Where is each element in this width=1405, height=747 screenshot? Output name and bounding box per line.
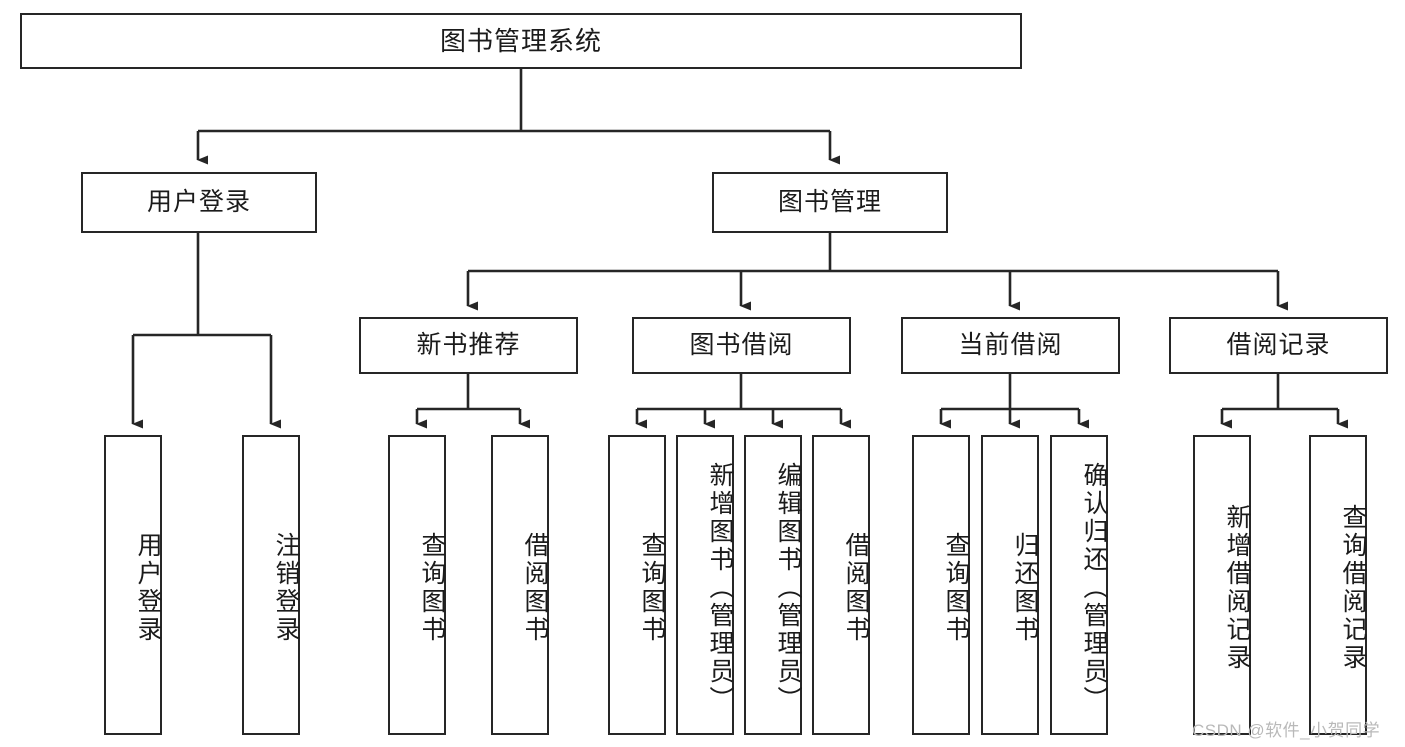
node-label: 借阅图书 (842, 532, 870, 644)
node-label: 图书管理 (777, 187, 882, 216)
watermark-csdn: CSDN @软件_小贺同学 (1192, 721, 1381, 740)
node-label: 借阅记录 (1226, 330, 1331, 359)
node-user-login[interactable]: 用户登录 (81, 172, 317, 233)
node-borrow-record[interactable]: 借阅记录 (1169, 317, 1388, 374)
node-book-borrow[interactable]: 图书借阅 (632, 317, 851, 374)
leaf-return-book[interactable]: 归还图书 (981, 435, 1039, 735)
node-label: 图书管理系统 (439, 25, 602, 56)
leaf-query-book-current[interactable]: 查询图书 (912, 435, 970, 735)
node-label: 注销登录 (272, 532, 300, 644)
node-label: 编辑图书（管理员） (774, 462, 802, 714)
node-label: 图书借阅 (689, 330, 794, 359)
leaf-confirm-return-admin[interactable]: 确认归还（管理员） (1050, 435, 1108, 735)
leaf-borrow-book[interactable]: 借阅图书 (812, 435, 870, 735)
leaf-query-book-borrow[interactable]: 查询图书 (608, 435, 666, 735)
node-label: 新增图书（管理员） (706, 462, 734, 714)
node-current-borrow[interactable]: 当前借阅 (901, 317, 1120, 374)
leaf-logout[interactable]: 注销登录 (242, 435, 300, 735)
leaf-query-borrow-record[interactable]: 查询借阅记录 (1309, 435, 1367, 735)
leaf-query-book-recommend[interactable]: 查询图书 (388, 435, 446, 735)
node-label: 查询图书 (418, 532, 446, 644)
node-new-book-recommend[interactable]: 新书推荐 (359, 317, 578, 374)
node-label: 确认归还（管理员） (1080, 462, 1108, 714)
leaf-add-borrow-record[interactable]: 新增借阅记录 (1193, 435, 1251, 735)
node-label: 用户登录 (134, 532, 162, 644)
node-label: 查询图书 (942, 532, 970, 644)
node-label: 用户登录 (146, 187, 251, 216)
node-label: 归还图书 (1011, 532, 1039, 644)
leaf-borrow-book-recommend[interactable]: 借阅图书 (491, 435, 549, 735)
leaf-edit-book-admin[interactable]: 编辑图书（管理员） (744, 435, 802, 735)
node-root-book-management-system[interactable]: 图书管理系统 (20, 13, 1022, 69)
node-label: 查询借阅记录 (1339, 504, 1367, 672)
node-label: 查询图书 (638, 532, 666, 644)
node-label: 新书推荐 (416, 330, 521, 359)
node-label: 当前借阅 (958, 330, 1063, 359)
node-label: 新增借阅记录 (1223, 504, 1251, 672)
leaf-add-book-admin[interactable]: 新增图书（管理员） (676, 435, 734, 735)
leaf-user-login[interactable]: 用户登录 (104, 435, 162, 735)
node-label: 借阅图书 (521, 532, 549, 644)
node-book-management[interactable]: 图书管理 (712, 172, 948, 233)
